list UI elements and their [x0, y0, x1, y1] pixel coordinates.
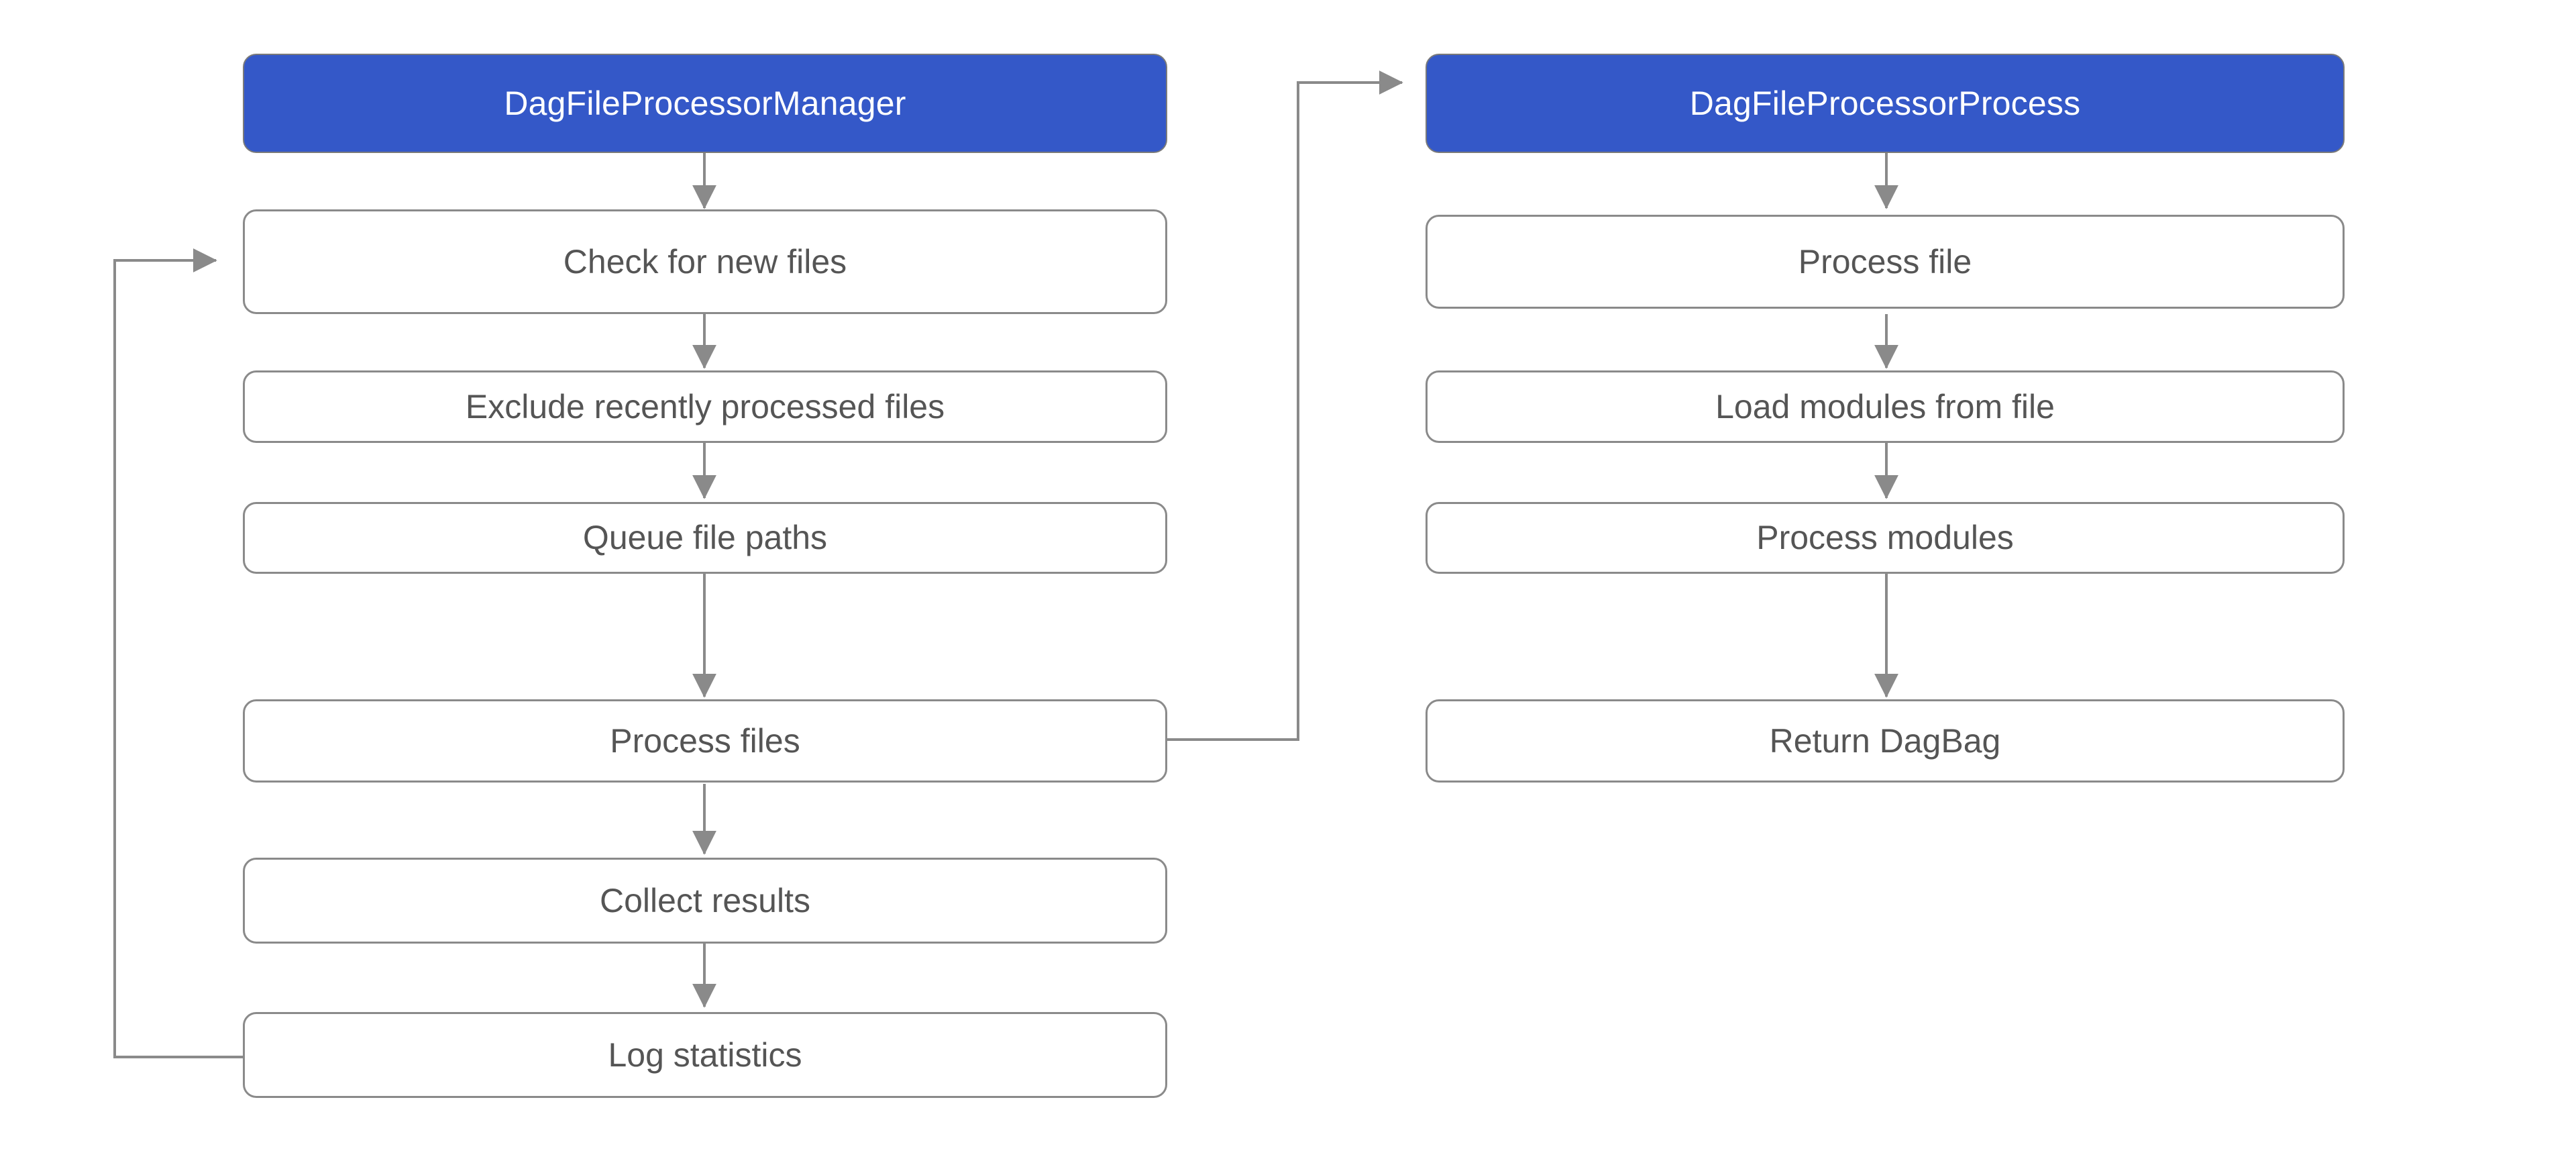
node-process-modules[interactable]: Process modules [1426, 502, 2345, 574]
node-dagfileprocessormanager[interactable]: DagFileProcessorManager [243, 54, 1167, 153]
node-label: Log statistics [608, 1036, 802, 1074]
node-load-modules-from-file[interactable]: Load modules from file [1426, 370, 2345, 443]
node-process-files[interactable]: Process files [243, 699, 1167, 783]
edge-process-files-to-process-header [1167, 70, 1403, 741]
node-check-for-new-files[interactable]: Check for new files [243, 209, 1167, 314]
node-label: Return DagBag [1769, 721, 2001, 760]
node-label: DagFileProcessorProcess [1689, 84, 2081, 122]
node-return-dagbag[interactable]: Return DagBag [1426, 699, 2345, 783]
node-label: DagFileProcessorManager [504, 84, 906, 122]
node-label: Load modules from file [1715, 387, 2055, 425]
node-exclude-recently-processed-files[interactable]: Exclude recently processed files [243, 370, 1167, 443]
edge-loop-back [113, 248, 243, 1058]
node-dagfileprocessorprocess[interactable]: DagFileProcessorProcess [1426, 54, 2345, 153]
node-collect-results[interactable]: Collect results [243, 858, 1167, 944]
node-label: Process modules [1756, 519, 2014, 556]
node-label: Process file [1798, 242, 1972, 281]
node-label: Queue file paths [582, 519, 828, 556]
node-label: Exclude recently processed files [465, 387, 945, 425]
node-label: Process files [610, 721, 800, 760]
node-label: Collect results [600, 881, 810, 919]
node-process-file[interactable]: Process file [1426, 215, 2345, 309]
node-queue-file-paths[interactable]: Queue file paths [243, 502, 1167, 574]
node-log-statistics[interactable]: Log statistics [243, 1012, 1167, 1098]
node-label: Check for new files [563, 242, 847, 281]
